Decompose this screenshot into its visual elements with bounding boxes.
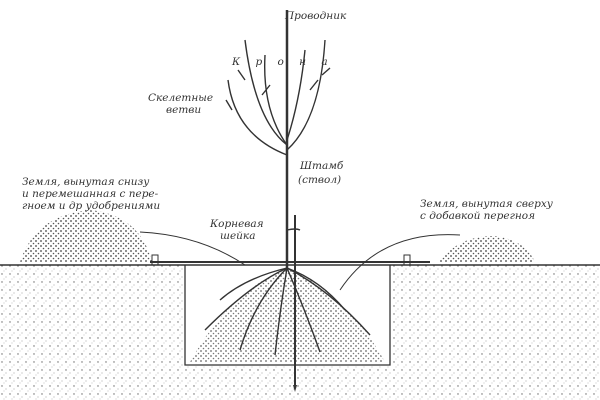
label-trunk-2: (ствол) <box>298 174 342 186</box>
tree <box>204 10 371 356</box>
label-trunk-1: Штамб <box>300 160 344 172</box>
right-soil-pile <box>438 235 535 262</box>
label-soil-bottom-2: и перемешанная с пере- <box>22 188 159 200</box>
label-skeletal-branches-2: ветви <box>166 104 202 116</box>
label-skeletal-branches-1: Скелетные <box>148 92 214 104</box>
planting-pit <box>184 265 391 366</box>
label-soil-bottom-1: Земля, вынутая снизу <box>22 176 150 188</box>
label-root-collar-1: Корневая <box>210 218 264 230</box>
pit-mound <box>190 268 385 362</box>
label-soil-top-2: с добавкой перегноя <box>420 210 536 222</box>
label-soil-top-1: Земля, вынутая сверху <box>420 198 553 210</box>
left-soil-pile <box>20 210 152 262</box>
label-soil-bottom-3: гноем и др удобрениями <box>22 200 161 212</box>
label-root-collar-2: шейка <box>220 230 256 242</box>
ground-soil <box>0 265 600 400</box>
label-crown: К р о н а <box>232 56 334 68</box>
label-leader: Проводник <box>285 10 347 22</box>
